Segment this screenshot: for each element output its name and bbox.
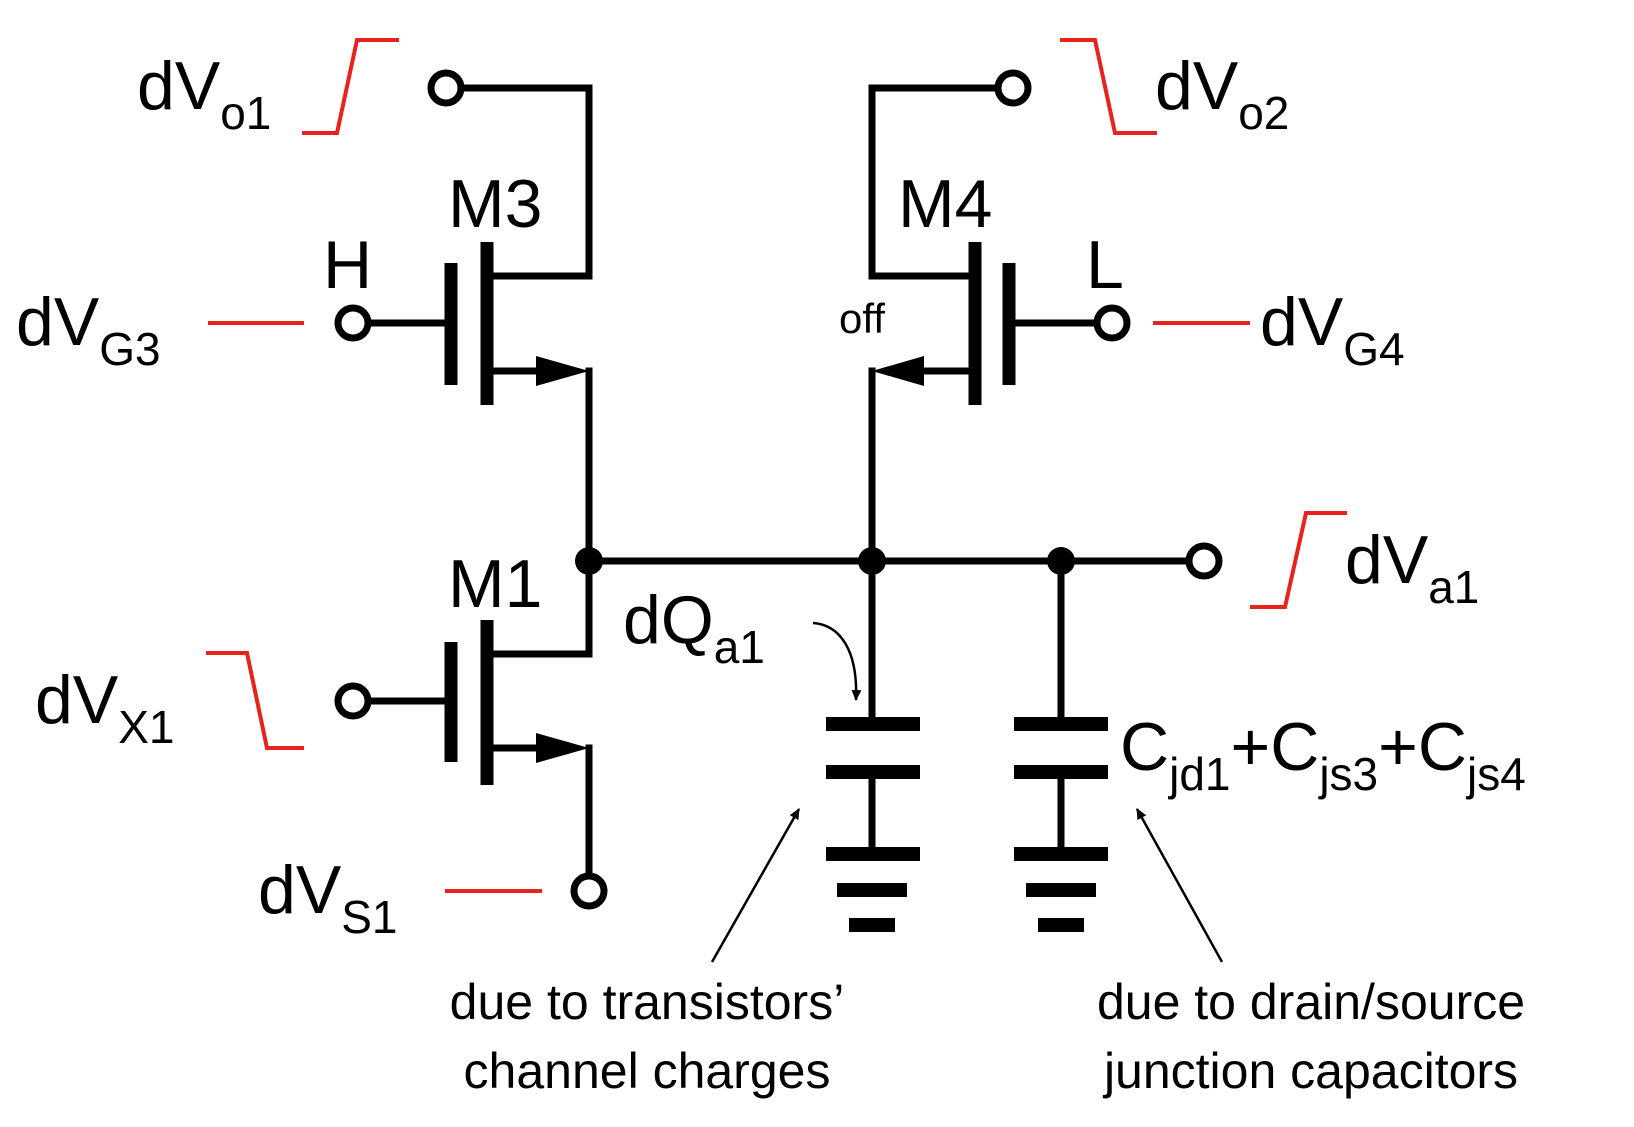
vg4-main: dV bbox=[1260, 284, 1344, 360]
junction-cap-label: Cjd1+Cjs3+Cjs4 bbox=[1120, 709, 1526, 800]
vo1-rising-waveform bbox=[302, 38, 399, 135]
vg3-main: dV bbox=[16, 284, 100, 360]
dqa1-curved-arrow bbox=[812, 621, 862, 701]
vg3-sub: G3 bbox=[99, 323, 160, 375]
m4-gate-state: L bbox=[1086, 227, 1124, 303]
vo2-main: dV bbox=[1155, 48, 1239, 124]
vo2-terminal bbox=[994, 69, 1032, 107]
vs1-label: dVS1 bbox=[258, 852, 397, 943]
vo2-falling-waveform bbox=[1060, 38, 1157, 135]
junction-note-line2: junction capacitors bbox=[1102, 1043, 1518, 1099]
waveforms bbox=[206, 38, 1347, 893]
node-a1 bbox=[575, 542, 1223, 580]
va1-main: dV bbox=[1345, 522, 1429, 598]
m3-gate-state: H bbox=[323, 227, 372, 303]
cjs4-c: C bbox=[1418, 709, 1467, 785]
dqa1-main: dQ bbox=[623, 582, 714, 658]
vg3-terminal bbox=[334, 304, 372, 342]
vo1-main: dV bbox=[137, 48, 221, 124]
m3-drain-wire bbox=[442, 84, 593, 280]
m3-label: M3 bbox=[448, 166, 542, 242]
junction-note-arrow bbox=[1135, 808, 1224, 963]
m1-source-arrow bbox=[536, 733, 589, 763]
vo2-sub: o2 bbox=[1238, 87, 1289, 139]
channel-note-line2: channel charges bbox=[464, 1043, 831, 1099]
m4-off-label: off bbox=[839, 295, 885, 342]
cjs4-plus: + bbox=[1378, 709, 1418, 785]
transistor-m4 bbox=[868, 69, 1131, 565]
cjs3-plus: + bbox=[1231, 709, 1271, 785]
va1-rising-waveform bbox=[1250, 511, 1347, 609]
vx1-main: dV bbox=[35, 662, 119, 738]
channel-note-arrow bbox=[710, 808, 801, 963]
m4-source-arrow bbox=[872, 356, 924, 386]
m4-drain-wire bbox=[868, 84, 1017, 280]
vx1-sub: X1 bbox=[118, 701, 174, 753]
m1-label: M1 bbox=[448, 546, 542, 622]
vg3-label: dVG3 bbox=[16, 284, 161, 375]
junction-note-line1: due to drain/source bbox=[1097, 974, 1525, 1030]
transistor-m1 bbox=[334, 557, 608, 910]
channel-note-line1: due to transistors’ bbox=[450, 974, 845, 1030]
vx1-terminal bbox=[334, 682, 372, 720]
m3-source-arrow bbox=[536, 356, 589, 386]
cjs3-c: C bbox=[1270, 709, 1319, 785]
capacitor-channel bbox=[826, 557, 920, 932]
va1-terminal bbox=[1185, 542, 1223, 580]
va1-sub: a1 bbox=[1428, 561, 1479, 613]
vo1-sub: o1 bbox=[220, 87, 271, 139]
vg4-terminal bbox=[1093, 304, 1131, 342]
cjs3-sub: js3 bbox=[1317, 748, 1378, 800]
cjd1-c: C bbox=[1120, 709, 1169, 785]
vo1-terminal bbox=[427, 69, 465, 107]
vx1-falling-waveform bbox=[206, 651, 304, 750]
m1-drain-wire bbox=[483, 557, 593, 658]
m4-label: M4 bbox=[898, 166, 992, 242]
vs1-sub: S1 bbox=[341, 891, 397, 943]
transistor-m3 bbox=[334, 69, 593, 565]
junction-dot-m1 bbox=[575, 547, 603, 575]
vo2-label: dVo2 bbox=[1155, 48, 1289, 139]
capacitor-junction bbox=[1014, 557, 1108, 932]
dqa1-label: dQa1 bbox=[623, 582, 765, 673]
vg4-label: dVG4 bbox=[1260, 284, 1405, 375]
vx1-label: dVX1 bbox=[35, 662, 174, 753]
dqa1-sub: a1 bbox=[714, 621, 765, 673]
vo1-label: dVo1 bbox=[137, 48, 271, 139]
vs1-terminal bbox=[570, 872, 608, 910]
cjs4-sub: js4 bbox=[1465, 748, 1526, 800]
vs1-main: dV bbox=[258, 852, 342, 928]
va1-label: dVa1 bbox=[1345, 522, 1479, 613]
vg4-sub: G4 bbox=[1343, 323, 1404, 375]
cjd1-sub: jd1 bbox=[1167, 748, 1230, 800]
